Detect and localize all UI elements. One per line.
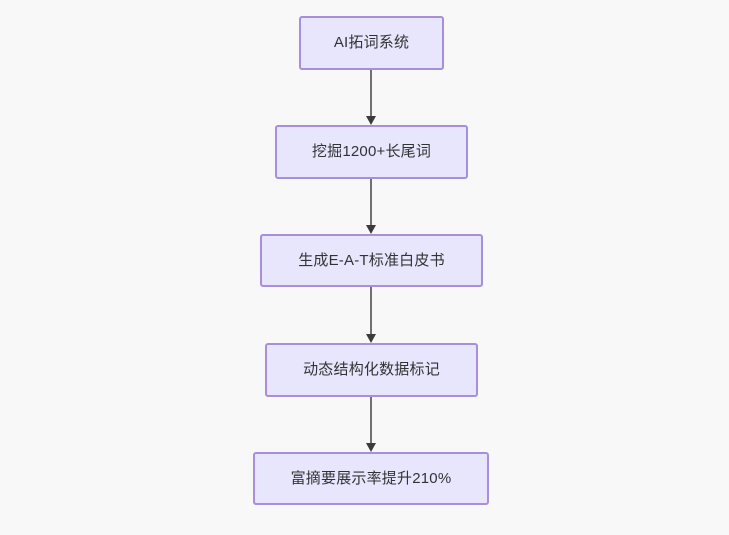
arrowhead-icon	[366, 116, 376, 125]
edge-n1-n2	[366, 70, 376, 125]
flow-node-label: 动态结构化数据标记	[303, 361, 440, 378]
flow-node-generate-eat-whitepaper[interactable]: 生成E-A-T标准白皮书	[260, 234, 483, 287]
flow-node-label: 挖掘1200+长尾词	[311, 143, 432, 160]
flow-node-rich-snippet-impression-lift[interactable]: 富摘要展示率提升210%	[253, 452, 489, 505]
arrowhead-icon	[366, 443, 376, 452]
flow-node-label: 生成E-A-T标准白皮书	[298, 251, 445, 269]
flow-node-label: 富摘要展示率提升210%	[290, 469, 452, 487]
flow-node-ai-keyword-system[interactable]: AI拓词系统	[299, 16, 444, 70]
flow-node-dynamic-structured-data-markup[interactable]: 动态结构化数据标记	[265, 343, 478, 397]
arrowhead-icon	[366, 334, 376, 343]
flow-node-label: AI拓词系统	[333, 34, 410, 51]
arrowhead-icon	[366, 225, 376, 234]
edge-n2-n3	[366, 179, 376, 234]
flow-node-mine-longtail-keywords[interactable]: 挖掘1200+长尾词	[275, 125, 468, 179]
edge-n3-n4	[366, 287, 376, 343]
edge-n4-n5	[366, 397, 376, 452]
